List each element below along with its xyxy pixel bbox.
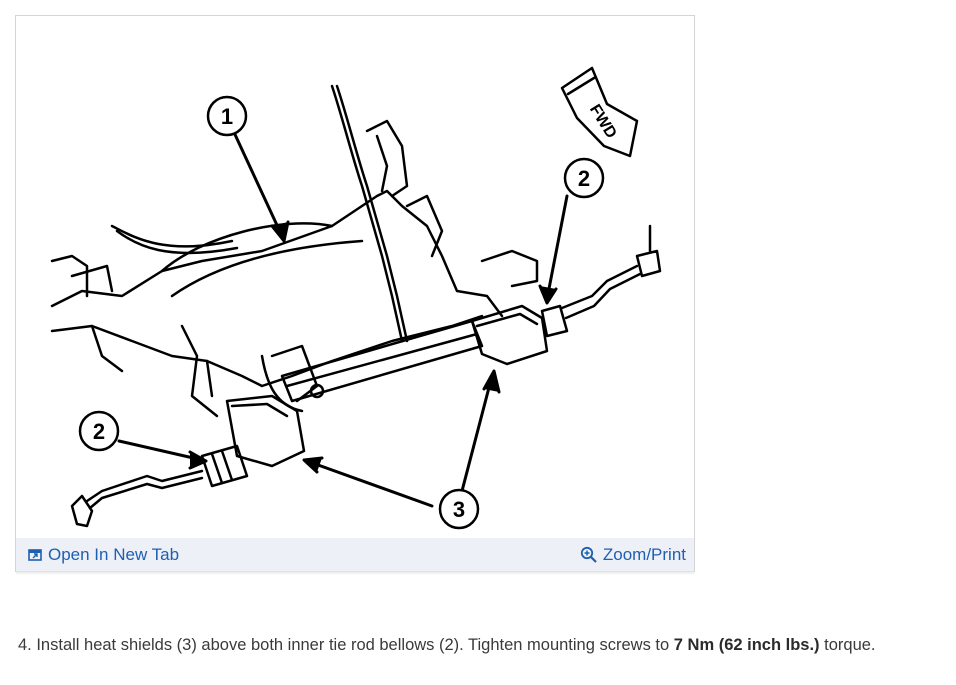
- left-heat-shield: [225, 394, 306, 468]
- zoom-print-button[interactable]: Zoom/Print: [580, 545, 686, 565]
- right-heat-shield: [470, 304, 549, 366]
- leader-arrows: [117, 126, 569, 508]
- callout-2-right-label: 2: [578, 166, 590, 191]
- left-tie-rod: [70, 469, 204, 528]
- callout-2-left: [78, 410, 120, 452]
- callout-1: [206, 95, 248, 137]
- zoom-magnifier-icon: [580, 546, 597, 563]
- zoom-print-label[interactable]: Zoom/Print: [602, 544, 686, 564]
- steering-rack-diagram: 1 2 2 3 FWD: [50, 66, 662, 530]
- open-new-tab-label[interactable]: Open In New Tab: [48, 544, 180, 564]
- open-new-tab-button[interactable]: Open In New Tab: [28, 545, 179, 565]
- figure-card: 1 2 2 3 FWD Open In New Tab Zoom/Print: [15, 15, 695, 575]
- callout-2-right: [563, 157, 605, 199]
- instruction-step-4: 4. Install heat shields (3) above both i…: [18, 636, 876, 655]
- callout-2-left-label: 2: [93, 419, 105, 444]
- crossmember-frame: [50, 84, 539, 418]
- torque-value: 7 Nm (62 inch lbs.): [673, 636, 820, 654]
- instruction-suffix: torque.: [819, 636, 876, 654]
- right-bellows: [540, 304, 569, 338]
- figure-toolbar: Open In New Tab Zoom/Print: [16, 538, 694, 571]
- left-bellows: [200, 444, 249, 488]
- callout-1-label: 1: [221, 104, 233, 129]
- open-new-tab-icon: [28, 548, 42, 561]
- steering-rack: [260, 319, 484, 413]
- instruction-text: 4. Install heat shields (3) above both i…: [18, 636, 674, 654]
- callout-3-label: 3: [453, 497, 465, 522]
- fwd-arrow: [560, 66, 639, 158]
- callout-3: [438, 488, 480, 530]
- right-tie-rod: [560, 224, 662, 320]
- card-shadow: [16, 571, 694, 575]
